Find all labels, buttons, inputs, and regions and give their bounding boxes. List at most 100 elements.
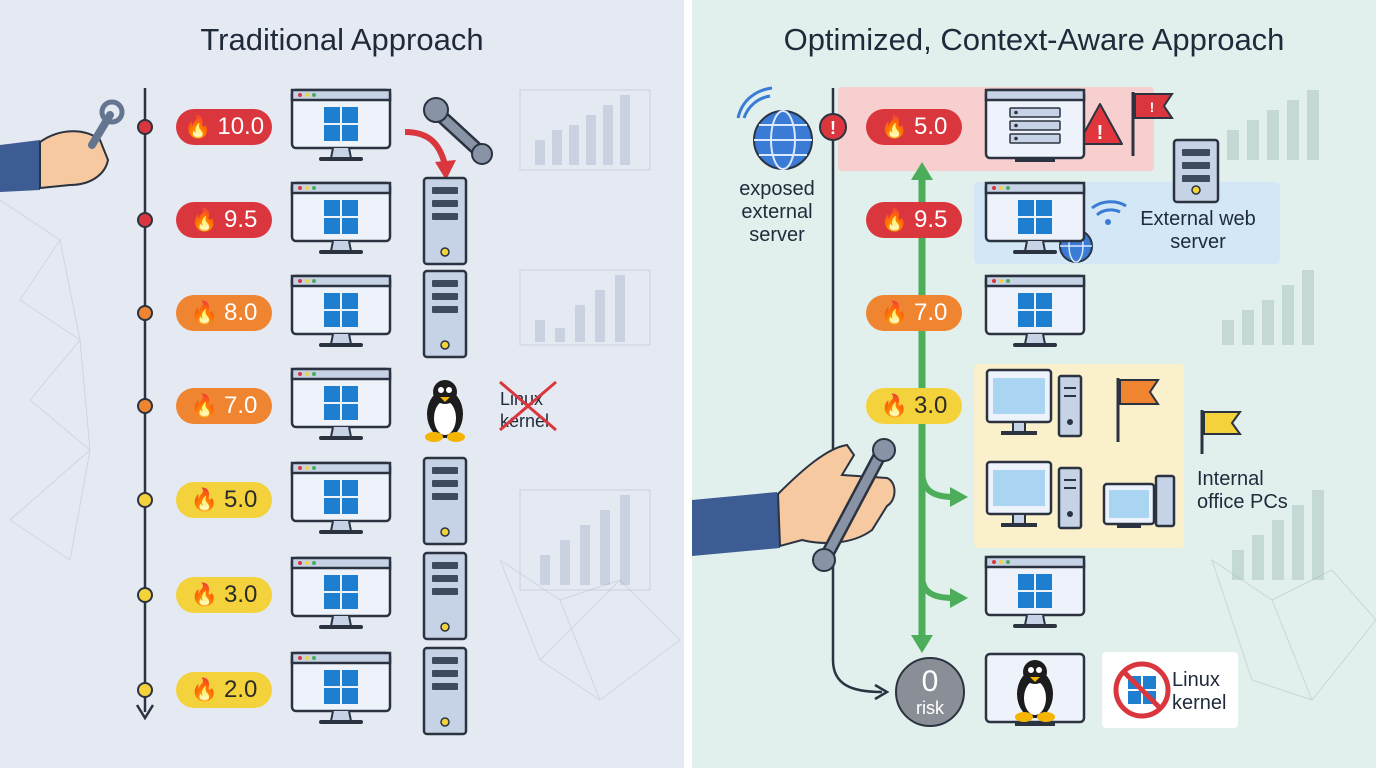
flame-icon: 🔥	[183, 114, 212, 139]
wrench-icon	[88, 99, 125, 149]
flame-icon: 🔥	[880, 114, 909, 139]
server-monitor-icon	[984, 88, 1086, 162]
internal-label: Internal office PCs	[1197, 468, 1288, 513]
server-icon	[1172, 138, 1220, 204]
score-value: 2.0	[224, 676, 258, 703]
red-arrow	[404, 129, 448, 166]
flame-icon: 🔥	[190, 207, 219, 232]
server-icon	[422, 269, 468, 359]
no-entry-icon	[1113, 661, 1171, 719]
flame-icon: 🔥	[190, 582, 219, 607]
monitor-icon	[984, 555, 1086, 628]
score-badge: 🔥5.0	[866, 109, 962, 145]
red-arrow-head	[435, 160, 456, 180]
timeline-dot	[137, 492, 153, 508]
score-value: 10.0	[217, 113, 265, 140]
wifi-icon	[1091, 200, 1127, 225]
score-badge: 🔥2.0	[176, 672, 272, 708]
score-value: 7.0	[224, 392, 258, 419]
zero-risk-value: 0	[921, 665, 939, 698]
monitor-icon	[290, 651, 392, 724]
score-badge: 🔥10.0	[176, 109, 272, 145]
traditional-title: Traditional Approach	[200, 22, 484, 57]
score-value: 7.0	[914, 299, 948, 326]
flame-icon: 🔥	[190, 487, 219, 512]
flag-icon	[1200, 410, 1242, 454]
score-value: 3.0	[224, 581, 258, 608]
flame-icon: 🔥	[190, 677, 219, 702]
traditional-panel: Traditional Approach	[0, 0, 684, 768]
wifi-icon	[736, 86, 773, 119]
monitor-icon	[290, 556, 392, 629]
score-value: 8.0	[224, 299, 258, 326]
flame-icon: 🔥	[880, 393, 909, 418]
external-label: External web server	[1140, 208, 1256, 253]
monitor-icon	[984, 181, 1086, 254]
score-badge: 🔥5.0	[176, 482, 272, 518]
background-charts	[519, 89, 651, 591]
linux-penguin-icon	[1015, 660, 1055, 722]
score-badge: 🔥3.0	[866, 388, 962, 424]
server-icon	[422, 551, 468, 641]
zero-risk-unit: risk	[916, 698, 944, 718]
hand-icon	[692, 443, 896, 556]
server-icon	[422, 646, 468, 736]
timeline-dot	[137, 587, 153, 603]
score-badge: 🔥7.0	[176, 388, 272, 424]
flame-icon: 🔥	[190, 393, 219, 418]
monitor-icon	[290, 274, 392, 347]
score-badge: 🔥7.0	[866, 295, 962, 331]
wrench-icon	[423, 97, 493, 165]
network-decoration	[1211, 558, 1376, 701]
svg-text:!: !	[1097, 122, 1104, 144]
monitor-icon	[290, 461, 392, 534]
timeline-dot	[137, 305, 153, 321]
timeline-curve	[831, 659, 883, 694]
optimized-diagram: ! ! !	[692, 86, 1376, 727]
warning-icon: !	[1077, 103, 1123, 145]
monitor-icon	[984, 274, 1086, 347]
score-value: 3.0	[914, 392, 948, 419]
priority-marker	[819, 113, 847, 141]
desktop-pc-icon	[1102, 474, 1176, 528]
flame-icon: 🔥	[880, 300, 909, 325]
traditional-diagram: Linux kernel	[0, 88, 681, 736]
flame-icon: 🔥	[190, 300, 219, 325]
score-badge: 🔥9.5	[866, 202, 962, 238]
linux-penguin-icon	[425, 380, 465, 442]
background-charts	[1222, 90, 1324, 580]
priority-mark: !	[830, 118, 836, 138]
score-value: 9.5	[224, 206, 258, 233]
monitor-icon	[290, 367, 392, 440]
zero-risk-circle	[895, 657, 965, 727]
timeline-arrow	[135, 704, 155, 721]
desktop-pc-icon	[985, 460, 1083, 530]
timeline-arrow	[874, 683, 890, 701]
timeline-dot	[137, 119, 153, 135]
linux-label: Linux kernel	[1172, 669, 1227, 714]
score-value: 5.0	[224, 486, 258, 513]
flame-icon: 🔥	[880, 207, 909, 232]
score-badge: 🔥3.0	[176, 577, 272, 613]
optimized-panel: Optimized, Context-Aware Approach !	[692, 0, 1376, 768]
score-value: 5.0	[914, 113, 948, 140]
exposed-label: exposed external server	[739, 178, 815, 246]
optimized-title: Optimized, Context-Aware Approach	[783, 22, 1285, 57]
score-value: 9.5	[914, 206, 948, 233]
timeline-dot	[137, 682, 153, 698]
monitor-icon	[290, 181, 392, 254]
score-badge: 🔥9.5	[176, 202, 272, 238]
svg-text:!: !	[1150, 99, 1155, 115]
wrench-icon	[812, 438, 896, 572]
globe-icon	[753, 110, 813, 170]
crossed-label-line2: kernel	[500, 411, 549, 431]
server-icon	[422, 456, 468, 546]
timeline-dot	[137, 212, 153, 228]
monitor-icon	[290, 88, 392, 161]
score-badge: 🔥8.0	[176, 295, 272, 331]
cross-mark	[499, 380, 557, 432]
server-icon	[422, 176, 468, 266]
flag-icon: !	[1131, 92, 1174, 156]
desktop-pc-icon	[985, 368, 1083, 438]
network-decoration	[0, 199, 681, 701]
